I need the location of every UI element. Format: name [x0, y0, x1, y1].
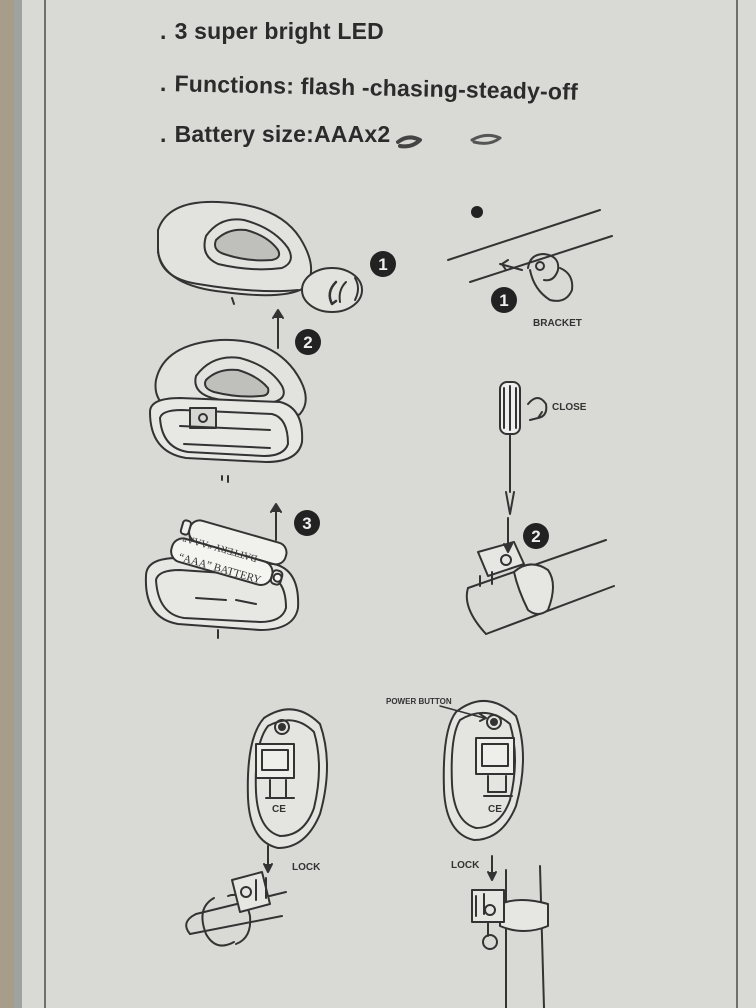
lock-label-left: LOCK — [292, 862, 321, 873]
step-number: 2 — [531, 527, 540, 546]
lamp-exploded-view — [149, 338, 307, 483]
ce-mark-right: CE — [488, 804, 502, 815]
ce-mark-left: CE — [272, 804, 286, 815]
step-badge-1a: 1 — [370, 251, 396, 277]
bracket-label: BRACKET — [533, 318, 582, 329]
close-label: CLOSE — [552, 402, 587, 413]
lock-horizontal — [185, 871, 287, 947]
step-badge-2b: 2 — [523, 523, 549, 549]
table-edge — [0, 0, 14, 1008]
battery-housing — [144, 519, 300, 639]
step-number: 2 — [303, 333, 312, 352]
bracket-install — [447, 206, 613, 302]
screwdriver-install — [465, 381, 615, 635]
lamp-top-view — [157, 200, 363, 313]
step-number: 1 — [499, 291, 508, 310]
lock-label-right: LOCK — [451, 860, 480, 871]
step-number: 1 — [378, 255, 387, 274]
sheet-border — [44, 0, 738, 1008]
step-badge-3: 3 — [294, 510, 320, 536]
step-badge-2a: 2 — [295, 329, 321, 355]
step-number: 3 — [302, 514, 311, 533]
box-side — [14, 0, 24, 1008]
power-button-label: POWER BUTTON — [386, 697, 452, 706]
lamp-back-left — [246, 708, 328, 873]
lock-vertical — [471, 865, 549, 1008]
feature-battery: .Battery size:AAAx2 — [160, 121, 391, 147]
lamp-back-right — [439, 699, 524, 881]
step-badge-1b: 1 — [491, 287, 517, 313]
instruction-sheet — [22, 0, 756, 1008]
feature-led: .3 super bright LED — [160, 18, 384, 44]
